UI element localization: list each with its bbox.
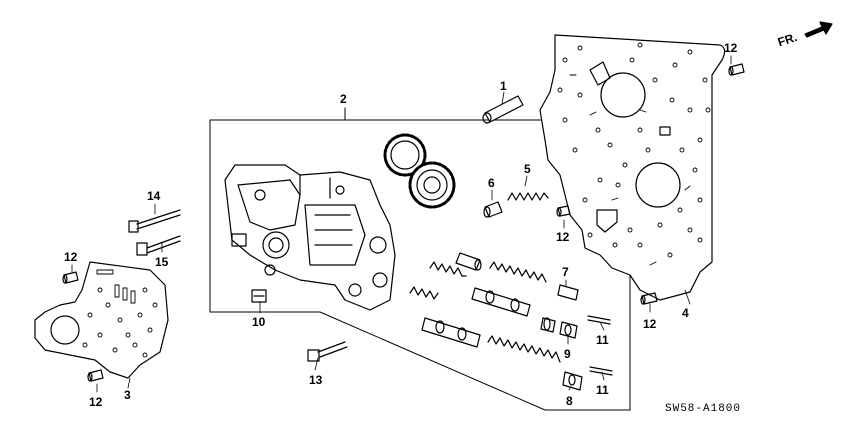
callout-7: 7 (562, 265, 569, 279)
drawing-code: SW58-A1800 (665, 403, 742, 415)
dowel-pin-upper-right (728, 63, 745, 76)
pin-11-upper (587, 315, 611, 325)
callout-12-upper-right: 12 (724, 41, 738, 55)
bolt-14 (128, 209, 181, 233)
left-plate-holes (82, 269, 158, 358)
callout-10: 10 (252, 315, 266, 329)
callout-12-left-upper: 12 (64, 250, 78, 264)
pin-11-lower (589, 366, 613, 376)
callout-12-plate-left: 12 (556, 230, 570, 244)
assembly-bracket-2 (209, 119, 631, 411)
dowel-pin-left-lower (87, 369, 104, 382)
spool-upper-short (455, 252, 482, 271)
separator-plate-outline (539, 34, 726, 301)
dowel-pin-plate-left (556, 205, 571, 217)
callout-11-upper: 11 (596, 333, 609, 347)
main-valve-body (224, 164, 396, 311)
spring-lower (487, 335, 561, 363)
pump-gear-drive (383, 133, 427, 177)
front-direction-arrow (804, 21, 833, 38)
callout-8: 8 (566, 394, 573, 408)
callout-3: 3 (124, 388, 131, 402)
spring-upper (489, 261, 547, 283)
sleeve-1 (482, 95, 524, 124)
callout-2: 2 (340, 92, 347, 106)
callout-11-lower: 11 (596, 383, 609, 397)
pump-gear-driven (408, 161, 456, 209)
bolt-10 (251, 289, 267, 303)
callout-12-plate-bottom: 12 (643, 317, 657, 331)
callout-14: 14 (147, 189, 161, 203)
callout-5: 5 (524, 162, 531, 176)
callout-13: 13 (309, 373, 323, 387)
callout-6: 6 (488, 176, 495, 190)
bolt-13 (307, 341, 348, 362)
callout-1: 1 (500, 79, 507, 93)
plug-9 (559, 321, 578, 339)
spring-5 (507, 192, 549, 201)
callout-12-left-lower: 12 (89, 395, 103, 409)
spool-middle (471, 287, 531, 317)
bolt-15 (136, 235, 181, 256)
separator-plate-holes (557, 42, 711, 258)
dowel-pin-left-upper (62, 271, 79, 284)
callout-9: 9 (564, 347, 571, 361)
plug-middle (540, 317, 556, 333)
spool-lower (421, 317, 481, 348)
retainer-7 (557, 284, 579, 301)
collar-6 (483, 201, 503, 218)
plug-8 (562, 371, 583, 391)
spring-middle-left (429, 261, 467, 277)
callout-4: 4 (682, 306, 689, 320)
dowel-pin-plate-bottom (640, 292, 658, 305)
spring-lower-left (409, 286, 439, 300)
callout-15: 15 (155, 255, 169, 269)
